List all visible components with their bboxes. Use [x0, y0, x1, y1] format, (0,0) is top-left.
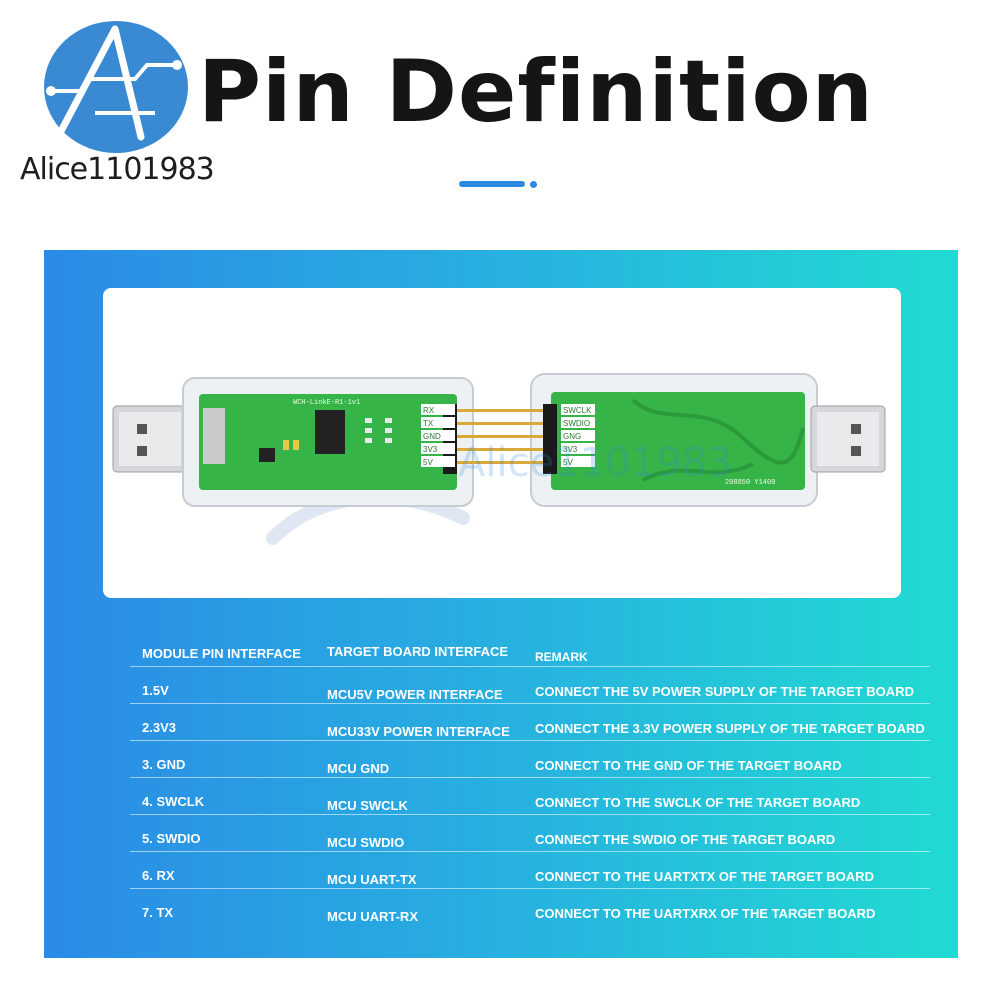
remark-cell: CONNECT THE 5V POWER SUPPLY OF THE TARGE… [535, 684, 914, 699]
row-divider [130, 666, 930, 667]
table-row: 1.5V MCU5V POWER INTERFACE CONNECT THE 5V … [130, 667, 930, 704]
row-divider [130, 777, 930, 778]
right-pin-label-box [561, 404, 595, 415]
logo-emblem-icon [44, 21, 188, 153]
left-pin-label: TX [423, 419, 434, 428]
table-row: 4. SWCLK MCU SWCLK CONNECT TO THE SWCLK OF… [130, 778, 930, 815]
remark-cell: CONNECT TO THE GND OF THE TARGET BOARD [535, 758, 842, 773]
right-pin-label: SWDIO [563, 419, 590, 428]
right-pin-label: 3V3 [563, 445, 578, 454]
remark-cell: CONNECT THE 3.3V POWER SUPPLY OF THE TAR… [535, 721, 925, 736]
left-pin-label: 5V [423, 458, 433, 467]
brand-logo: Alice1101983 [20, 14, 220, 194]
right-header-pin [499, 461, 543, 464]
row-divider [130, 703, 930, 704]
right-header-pin [499, 435, 543, 438]
left-header-pin [457, 435, 501, 438]
right-header-pin [499, 422, 543, 425]
header-remark: REMARK [535, 650, 588, 664]
module-pin-cell: 1.5V [142, 683, 169, 698]
module-pin-cell: 6. RX [142, 868, 175, 883]
table-header-row: MODULE PIN INTERFACE TARGET BOARD INTERF… [130, 630, 930, 667]
product-photo: WCH-LinkE-R1-1v1 RX TX GND 3V3 5V SWCLK SWDIO… [103, 288, 901, 598]
right-pin-label-box [561, 430, 595, 441]
left-header-pin [457, 448, 501, 451]
remark-cell: CONNECT THE SWDIO OF THE TARGET BOARD [535, 832, 836, 847]
left-device: WCH-LinkE-R1-1v1 RX TX GND 3V3 5V [112, 377, 501, 507]
right-pin-label-box [561, 443, 595, 454]
right-pin-label: 5V [563, 458, 573, 467]
row-divider [130, 814, 930, 815]
right-header-pin [499, 448, 543, 451]
left-pin-label: RX [423, 406, 435, 415]
table-row: 5. SWDIO MCU SWDIO CONNECT THE SWDIO OF TH… [130, 815, 930, 852]
row-divider [130, 740, 930, 741]
target-interface-cell: MCU UART-RX [327, 909, 418, 924]
right-silk-label: 208850 Y1400 [725, 479, 775, 487]
module-pin-cell: 5. SWDIO [142, 831, 201, 846]
module-pin-cell: 2.3V3 [142, 720, 176, 735]
left-header-pin [457, 422, 501, 425]
header-module-pin: MODULE PIN INTERFACE [142, 646, 301, 661]
row-divider [130, 888, 930, 889]
usb-boards-illustration: WCH-LinkE-R1-1v1 RX TX GND 3V3 5V SWCLK SWDIO… [112, 373, 886, 545]
target-interface-cell: MCU5V POWER INTERFACE [327, 687, 503, 702]
header-target-board: TARGET BOARD INTERFACE [327, 644, 509, 659]
module-pin-cell: 4. SWCLK [142, 794, 205, 809]
left-pin-label-box [421, 417, 455, 428]
right-device: SWCLK SWDIO GNG 3V3 5V 208850 Y1400 [499, 373, 886, 507]
left-pin-label: 3V3 [423, 445, 438, 454]
right-pin-label-box [561, 456, 595, 467]
row-divider [130, 851, 930, 852]
right-header-pin [499, 409, 543, 412]
left-pin-label-box [421, 443, 455, 454]
watermark-text: Alice1101983 [458, 440, 732, 486]
right-pin-label: SWCLK [563, 406, 592, 415]
left-pin-label-box [421, 456, 455, 467]
table-row: 6. RX MCU UART-TX CONNECT TO THE UARTXTX O… [130, 852, 930, 889]
target-interface-cell: MCU UART-TX [327, 872, 417, 887]
remark-cell: CONNECT TO THE UARTXTX OF THE TARGET BOA… [535, 869, 874, 884]
remark-cell: CONNECT TO THE SWCLK OF THE TARGET BOARD [535, 795, 861, 810]
left-silk-label: WCH-LinkE-R1-1v1 [293, 399, 360, 407]
left-header-pin [457, 409, 501, 412]
target-interface-cell: MCU SWDIO [327, 835, 405, 850]
logo-text: Alice1101983 [20, 152, 215, 187]
title-underline-dot [530, 181, 537, 188]
table-row: 3. GND MCU GND CONNECT TO THE GND OF THE T… [130, 741, 930, 778]
left-pin-label: GND [423, 432, 441, 441]
left-pin-label-box [421, 430, 455, 441]
right-pin-label-box [561, 417, 595, 428]
left-header-pin [457, 461, 501, 464]
table-row: 7. TX MCU UART-RX CONNECT TO THE UARTXRX O… [130, 889, 930, 926]
target-interface-cell: MCU GND [327, 761, 390, 776]
title-underline [459, 181, 525, 187]
right-pin-label: GNG [563, 432, 581, 441]
remark-cell: CONNECT TO THE UARTXRX OF THE TARGET BOA… [535, 906, 876, 921]
table-row: 2.3V3 MCU33V POWER INTERFACE CONNECT THE 3… [130, 704, 930, 741]
content-panel: WCH-LinkE-R1-1v1 RX TX GND 3V3 5V SWCLK SWDIO… [44, 250, 958, 958]
module-pin-cell: 3. GND [142, 757, 186, 772]
module-pin-cell: 7. TX [142, 905, 174, 920]
target-interface-cell: MCU SWCLK [327, 798, 408, 813]
target-interface-cell: MCU33V POWER INTERFACE [327, 724, 510, 739]
left-pin-label-box [421, 404, 455, 415]
page-title: Pin Definition [198, 42, 874, 142]
